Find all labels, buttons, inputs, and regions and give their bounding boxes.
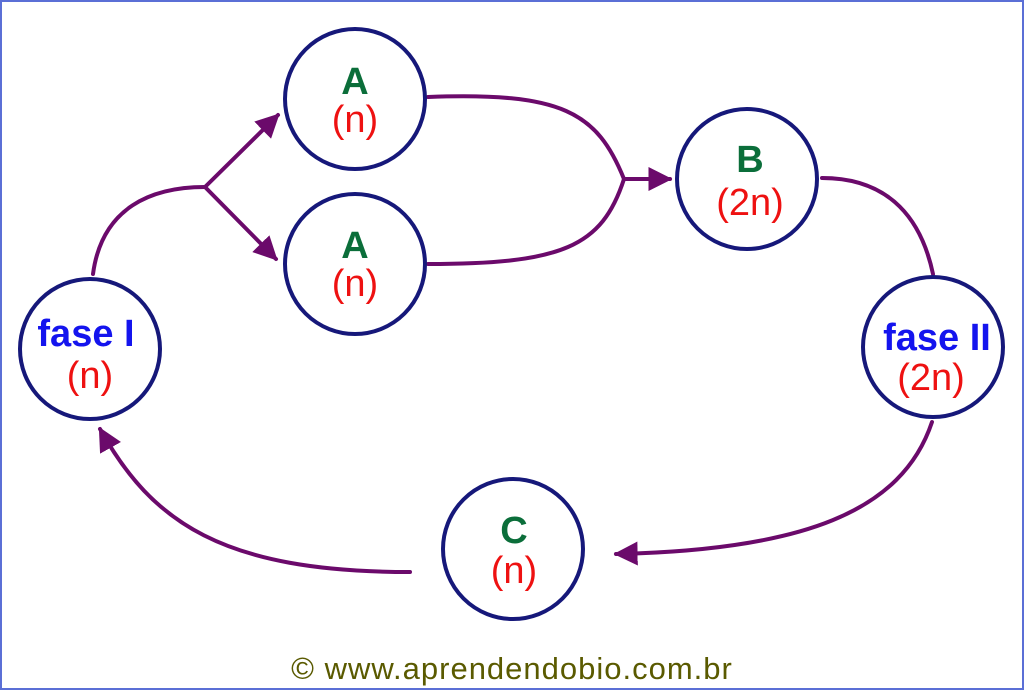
node-c-circle: [441, 477, 585, 621]
credit-text: © www.aprendendobio.com.br: [291, 651, 733, 686]
node-b-title: B: [736, 139, 763, 181]
node-a-top-circle: [283, 27, 427, 171]
arrow-fase2-to-c: [613, 420, 934, 566]
node-a-bottom-title: A: [341, 225, 368, 267]
node-b-circle: [675, 107, 819, 251]
node-c-title: C: [500, 510, 527, 552]
node-a-top-title: A: [341, 61, 368, 103]
node-fase2-circle: [861, 275, 1005, 419]
node-fase1-circle: [18, 277, 162, 421]
connector-fase1-to-branch: [91, 185, 207, 276]
node-a-bottom-sub: (n): [332, 263, 378, 305]
node-c-sub: (n): [491, 550, 537, 592]
connector-a-bottom-to-merge: [426, 177, 626, 266]
connector-a-top-to-merge: [426, 94, 626, 181]
arrow-branch-to-a-bottom: [203, 185, 278, 261]
connector-b-to-fase2: [820, 176, 935, 276]
node-fase1-title: fase I: [37, 313, 134, 355]
node-b-sub: (2n): [716, 182, 784, 224]
node-a-top-sub: (n): [332, 99, 378, 141]
node-fase1-sub: (n): [67, 355, 113, 397]
node-fase2-sub: (2n): [897, 357, 965, 399]
node-fase2-title: fase II: [883, 317, 991, 359]
node-a-bottom-circle: [283, 192, 427, 336]
arrow-c-to-fase1: [98, 426, 412, 574]
arrow-branch-to-a-top: [203, 113, 280, 189]
